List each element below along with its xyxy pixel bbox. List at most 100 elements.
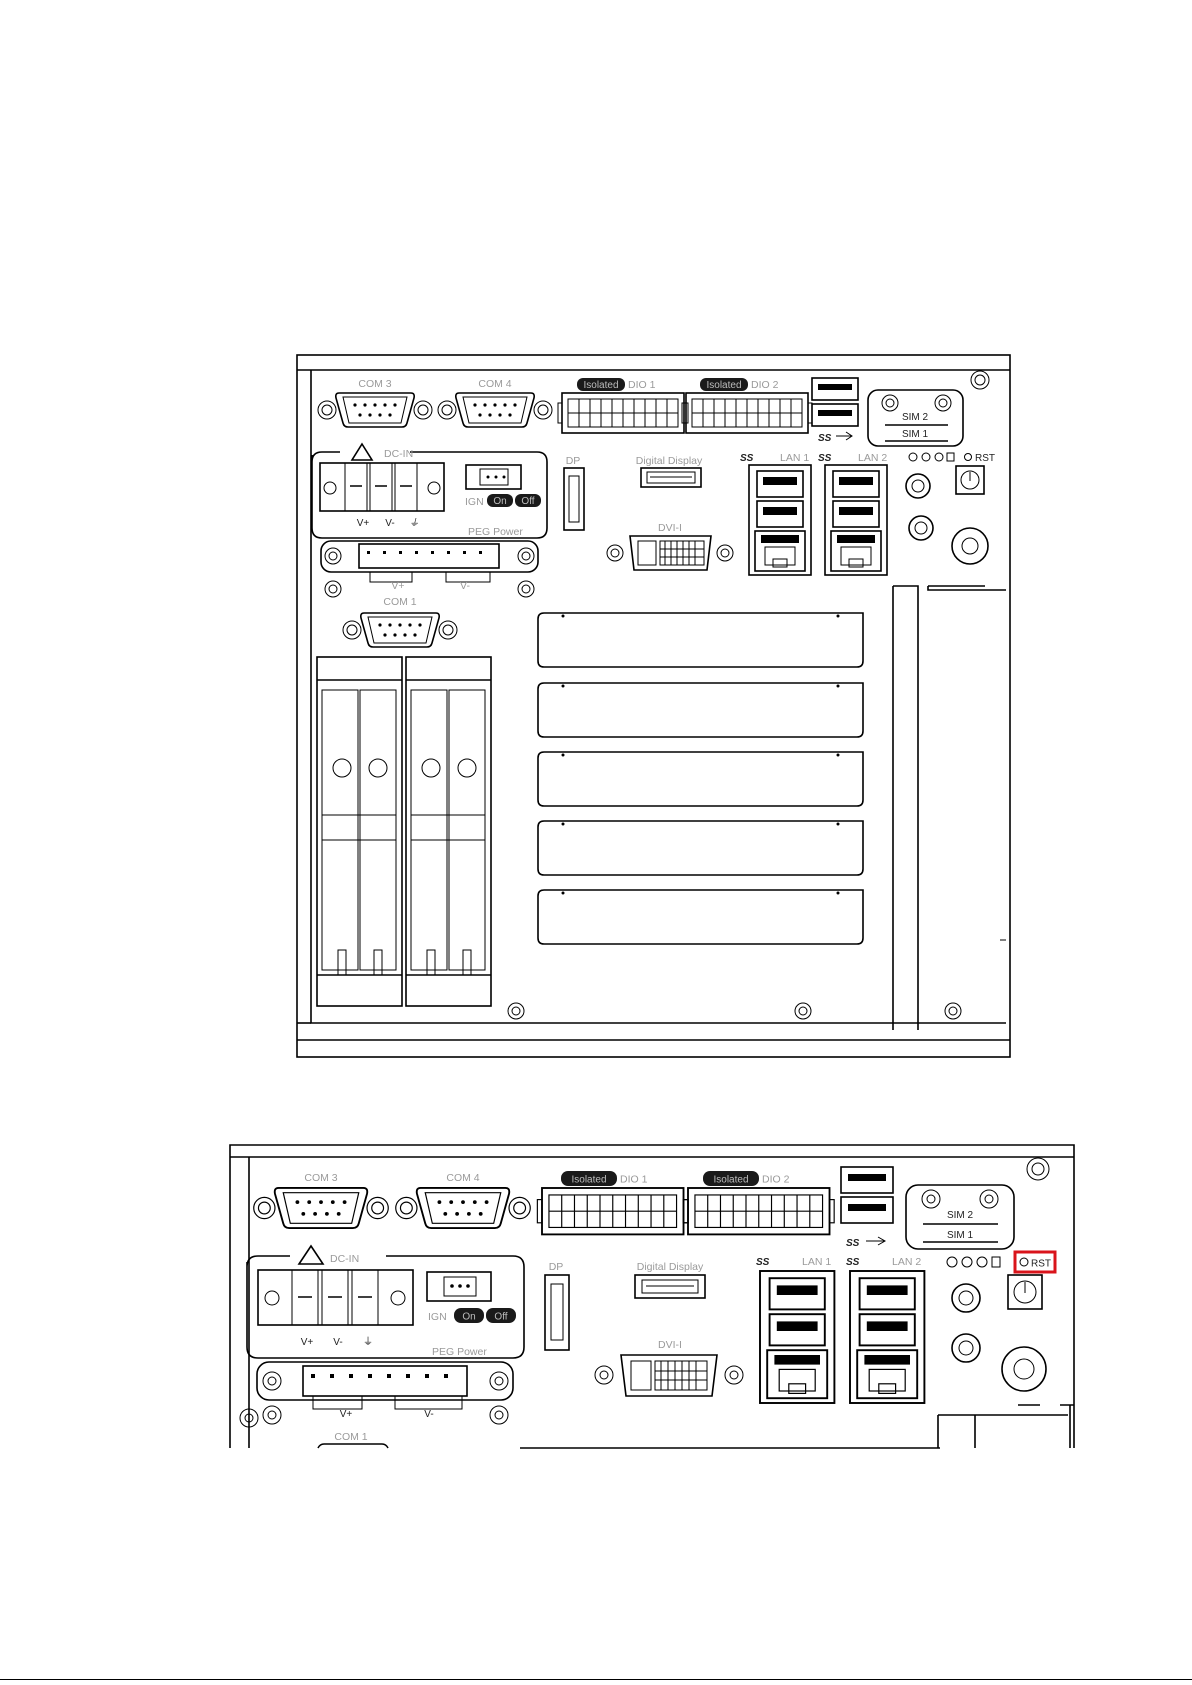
zoom-com1-label: COM 1 [334, 1431, 367, 1443]
com1-connector [342, 612, 458, 648]
expansion-slot-3 [537, 751, 864, 807]
sim2-label: SIM 2 [902, 412, 929, 423]
zoom-digital-display-port [634, 1274, 706, 1299]
ground-icon: ⏚ [409, 518, 419, 529]
ss-usb-icon: SS [818, 433, 832, 444]
zoom-lan1-usb-stack [759, 1270, 836, 1404]
sim1-label: SIM 1 [902, 429, 929, 440]
dp-label: DP [566, 455, 581, 467]
expansion-slot-5 [537, 889, 864, 945]
expansion-slot-2 [537, 682, 864, 738]
zoom-v-plus-label: V+ [301, 1337, 314, 1348]
expansion-slot-4 [537, 820, 864, 876]
zoom-sim-tray [905, 1184, 1015, 1250]
dp-port [563, 467, 585, 531]
peg-power-frame [320, 540, 539, 573]
lan2-label: LAN 2 [858, 452, 887, 464]
ign-off-label: Off [521, 496, 534, 507]
zoom-peg-power-connector [302, 1365, 468, 1397]
zoom-rst-label: RST [1031, 1259, 1051, 1270]
zoom-com4-connector [394, 1186, 532, 1230]
com3-connector [317, 392, 433, 428]
screw-icon [970, 370, 990, 390]
dc-in-frame [311, 451, 548, 539]
com1-label: COM 1 [383, 596, 416, 608]
zoom-status-led-icons [946, 1256, 1001, 1268]
dio1-terminal [557, 392, 689, 434]
power-button[interactable] [955, 465, 985, 495]
lan1-usb-stack [748, 464, 812, 576]
dc-in-label: DC-IN [384, 448, 413, 460]
zoom-peg-v-minus-label: V- [424, 1409, 433, 1420]
dio2-label: DIO 2 [751, 379, 779, 391]
dio1-isolated-label: Isolated [583, 380, 618, 391]
zoom-dc-in-label: DC-IN [330, 1253, 359, 1265]
zoom-ground-icon: ⏚ [363, 1336, 373, 1348]
com4-label: COM 4 [478, 378, 511, 390]
page-bottom-rule [0, 1679, 1192, 1680]
zoom-lan1-label: LAN 1 [802, 1256, 831, 1268]
dvi-label: DVI-I [658, 522, 682, 534]
zoom-dc-in-frame [246, 1255, 525, 1359]
zoom-sim2-label: SIM 2 [947, 1210, 974, 1221]
zoomed-panel-view: COM 3 COM 4 Isolated DIO 1 Isolated DIO … [229, 1144, 1075, 1449]
ign-label: IGN [465, 496, 484, 508]
lan2-usb-stack [824, 464, 888, 576]
zoom-ign-on-label: On [462, 1312, 475, 1323]
peg-power-label: PEG Power [468, 526, 523, 538]
lan1-label: LAN 1 [780, 452, 809, 464]
v-plus-label: V+ [357, 518, 370, 529]
zoom-dvi-port [594, 1354, 744, 1397]
zoom-peg-power-label: PEG Power [432, 1346, 487, 1358]
zoom-ground-screw [1001, 1346, 1047, 1392]
drive-bay-right [405, 656, 492, 1007]
zoom-audio-jack-mic [951, 1283, 981, 1313]
peg-v-minus-label: V- [460, 580, 470, 592]
zoom-dp-label: DP [549, 1261, 564, 1273]
rst-label-top: RST [975, 453, 995, 464]
chassis-outline [296, 354, 1011, 1058]
ground-screw [951, 527, 989, 565]
dio2-terminal [681, 392, 813, 434]
dio2-isolated-label: Isolated [706, 380, 741, 391]
com3-label: COM 3 [358, 378, 391, 390]
zoom-dp-port [544, 1274, 570, 1351]
zoom-digital-display-label: Digital Display [637, 1261, 704, 1273]
zoom-ss-usb-icon: SS [756, 1257, 770, 1268]
ign-connector [465, 464, 522, 490]
usb-top-2 [811, 403, 859, 427]
drive-bay-left [316, 656, 403, 1007]
dc-in-terminal [319, 462, 445, 512]
expansion-slot-1 [537, 612, 864, 668]
com4-connector [437, 392, 553, 428]
zoom-v-minus-label: V- [333, 1337, 342, 1348]
ign-on-label: On [493, 496, 506, 507]
zoom-lan2-usb-stack [849, 1270, 926, 1404]
dio1-label: DIO 1 [628, 379, 656, 391]
sim-tray [867, 389, 964, 447]
zoom-dio2-label: DIO 2 [762, 1174, 790, 1186]
rst-highlight-box [1013, 1250, 1057, 1274]
ss-usb-icon: SS [740, 453, 754, 464]
zoom-ign-off-label: Off [494, 1312, 507, 1323]
zoom-audio-jack-line-out [951, 1333, 981, 1363]
zoom-chassis-outline [229, 1144, 1075, 1448]
zoom-peg-v-plus-label: V+ [340, 1409, 353, 1420]
v-minus-label: V- [385, 518, 394, 529]
peg-power-connector [358, 543, 500, 569]
zoom-dio1-label: DIO 1 [620, 1174, 648, 1186]
zoom-power-button[interactable] [1007, 1274, 1043, 1310]
full-panel-view: COM 3 COM 4 Isolated DIO 1 Isolated DIO … [296, 354, 1011, 1058]
zoom-ss-usb-icon: SS [846, 1238, 860, 1249]
zoom-dio1-isolated-label: Isolated [571, 1175, 606, 1186]
ss-usb-icon: SS [818, 453, 832, 464]
audio-jack-line-out [908, 515, 934, 541]
audio-jack-mic [905, 473, 931, 499]
zoom-sim1-label: SIM 1 [947, 1230, 974, 1241]
zoom-peg-power-frame [256, 1361, 514, 1401]
zoom-dio2-terminal [682, 1187, 836, 1236]
zoom-dio1-terminal [536, 1187, 690, 1236]
zoom-lan2-label: LAN 2 [892, 1256, 921, 1268]
zoom-dio2-isolated-label: Isolated [713, 1175, 748, 1186]
status-led-icons [908, 452, 955, 462]
